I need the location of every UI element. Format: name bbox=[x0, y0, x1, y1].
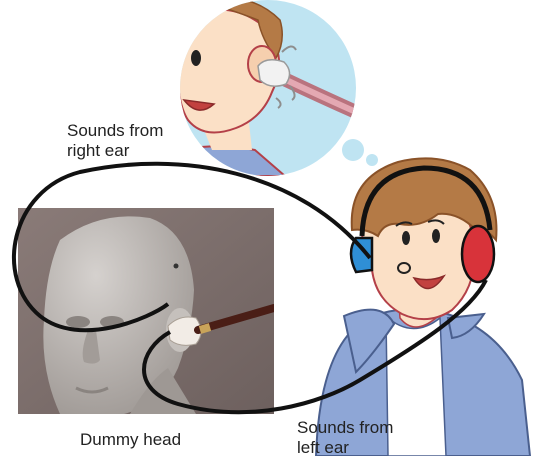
caption-right-ear: Sounds from right ear bbox=[67, 121, 163, 161]
thought-bubble bbox=[150, 0, 378, 176]
bubble-eye-icon bbox=[191, 50, 201, 66]
thought-dot-large bbox=[342, 139, 364, 161]
listener-character bbox=[316, 158, 530, 456]
thought-dot-small bbox=[366, 154, 378, 166]
microphone-icon bbox=[258, 60, 290, 87]
caption-dummy-head: Dummy head bbox=[80, 430, 181, 450]
caption-left-ear-line1: Sounds from bbox=[297, 418, 393, 438]
caption-left-ear-line2: left ear bbox=[297, 438, 393, 458]
caption-left-ear: Sounds from left ear bbox=[297, 418, 393, 458]
caption-right-ear-line1: Sounds from bbox=[67, 121, 163, 141]
headphone-right-icon bbox=[462, 226, 494, 282]
caption-right-ear-line2: right ear bbox=[67, 141, 163, 161]
